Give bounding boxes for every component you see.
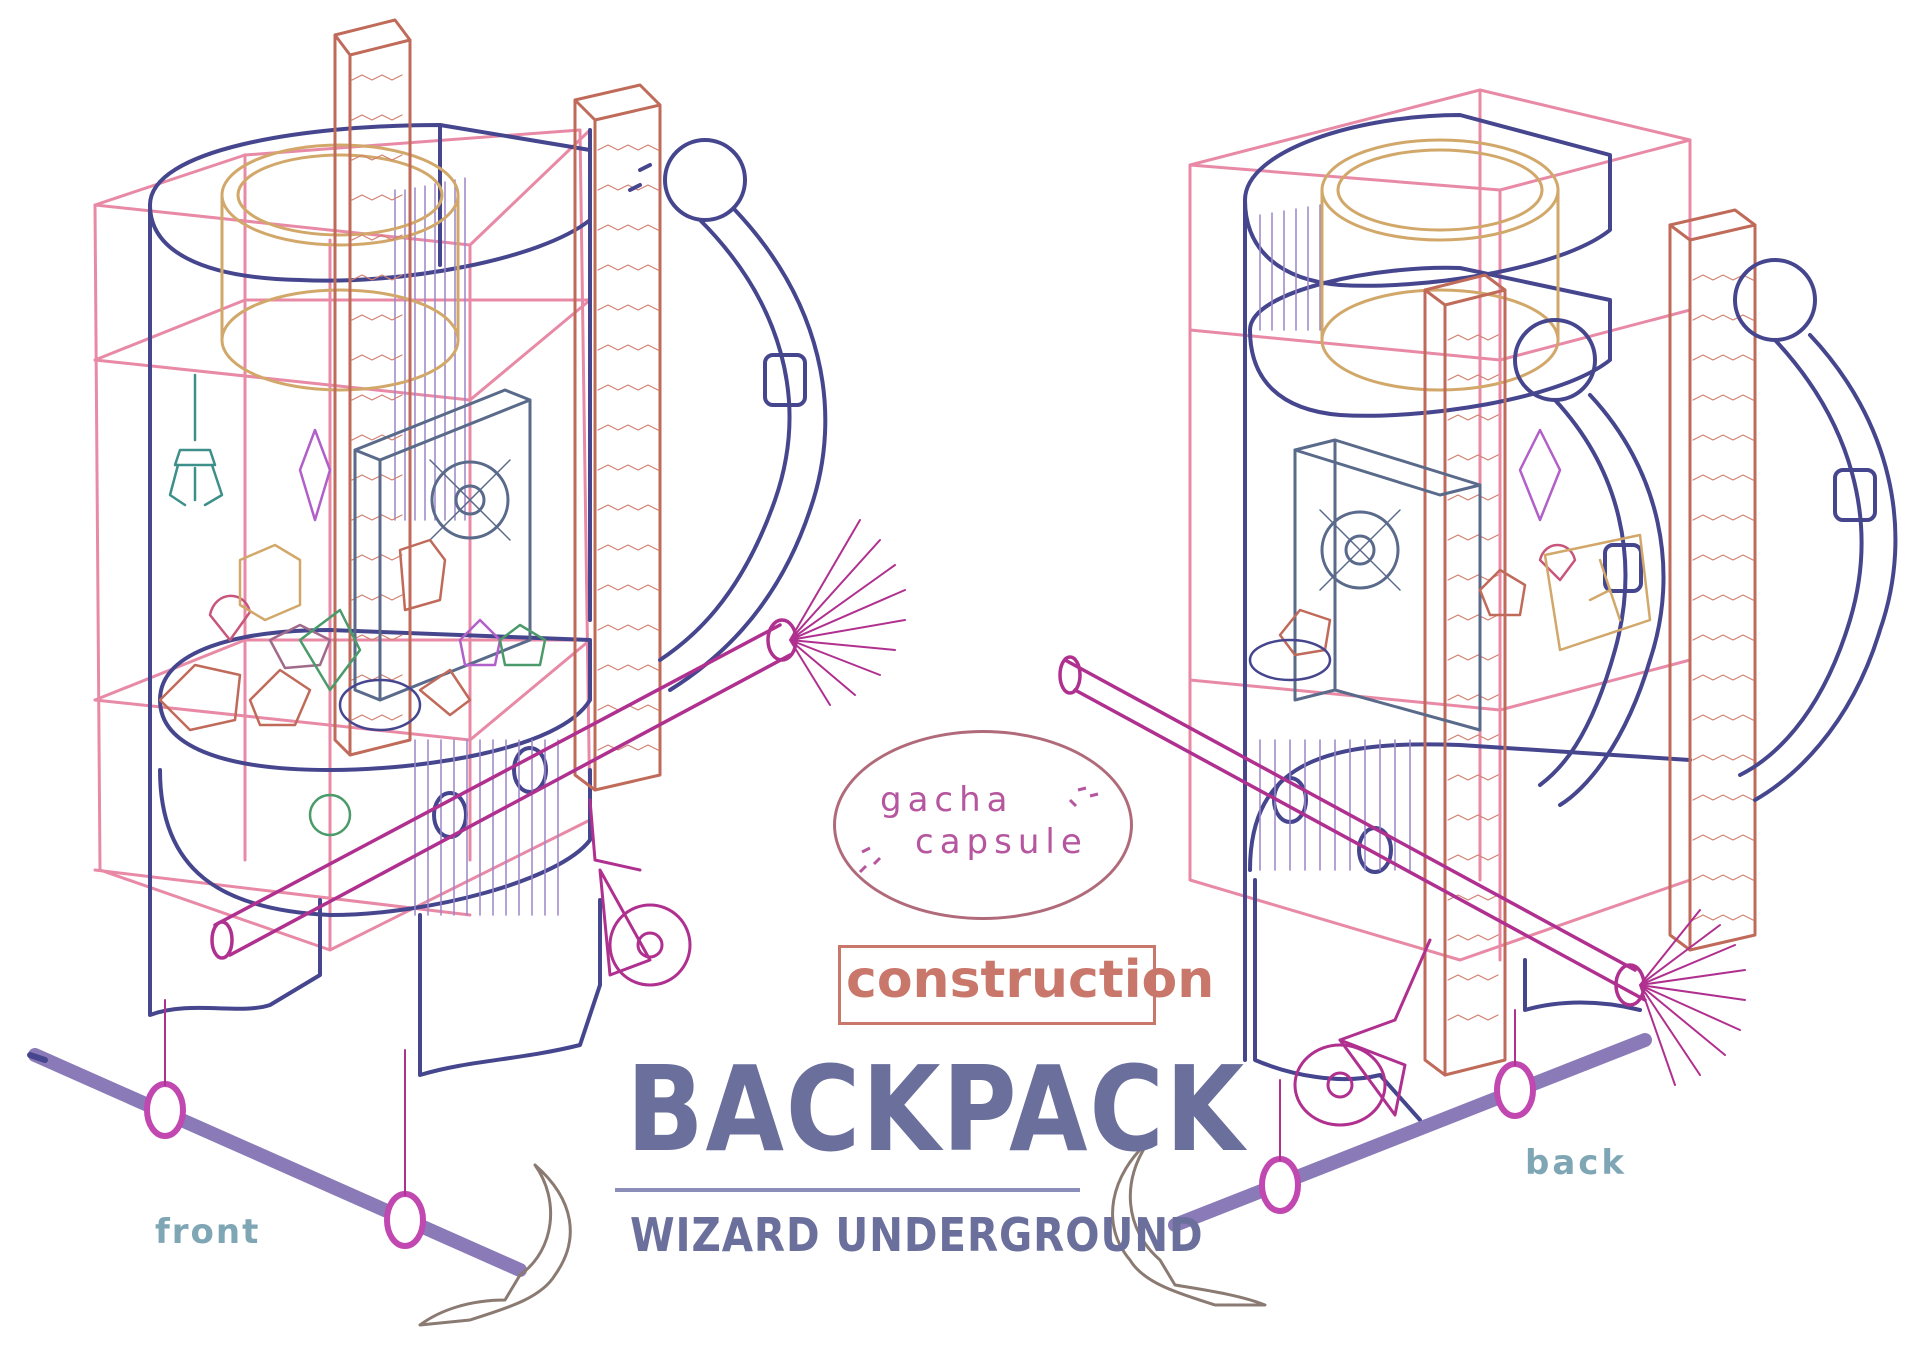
front-body <box>148 123 602 1077</box>
construction-label: construction <box>846 950 1215 1010</box>
front-broom <box>210 519 906 960</box>
back-view-label: back <box>1525 1143 1628 1183</box>
back-hose <box>1513 258 1898 807</box>
back-broom <box>1058 655 1746 1086</box>
front-capsule-rings <box>220 143 460 392</box>
front-frame <box>93 128 592 952</box>
front-view-label: front <box>155 1212 261 1252</box>
back-view-illustration <box>1058 88 1898 1307</box>
construction-label-box <box>838 945 1156 1025</box>
front-view-illustration <box>27 18 906 1327</box>
back-capsule-rings <box>1320 138 1560 392</box>
page-title: BACKPACK <box>626 1040 1246 1178</box>
back-lantern <box>1293 938 1432 1127</box>
front-lantern <box>588 798 692 987</box>
gacha-capsule-ellipse <box>833 730 1133 920</box>
front-fan-box <box>353 388 532 702</box>
gacha-label-line2: capsule <box>915 822 1088 862</box>
back-brick-texture <box>1447 274 1754 1021</box>
back-pickaxe <box>1111 1009 1652 1307</box>
front-hatching <box>394 177 559 916</box>
gacha-label-line1: gacha <box>880 780 1014 820</box>
back-frame <box>1188 88 1692 962</box>
front-brick-texture <box>351 74 659 751</box>
back-gem-pile <box>1248 428 1652 682</box>
page-subtitle: WIZARD UNDERGROUND <box>630 1208 1204 1262</box>
front-claw <box>168 373 224 507</box>
front-brick-pillars <box>333 18 662 792</box>
front-gem-pile <box>158 428 547 837</box>
back-brick-pillars <box>1423 208 1757 1077</box>
front-pickaxe <box>27 999 572 1327</box>
front-hose <box>628 138 828 692</box>
back-fan-box <box>1293 438 1482 732</box>
